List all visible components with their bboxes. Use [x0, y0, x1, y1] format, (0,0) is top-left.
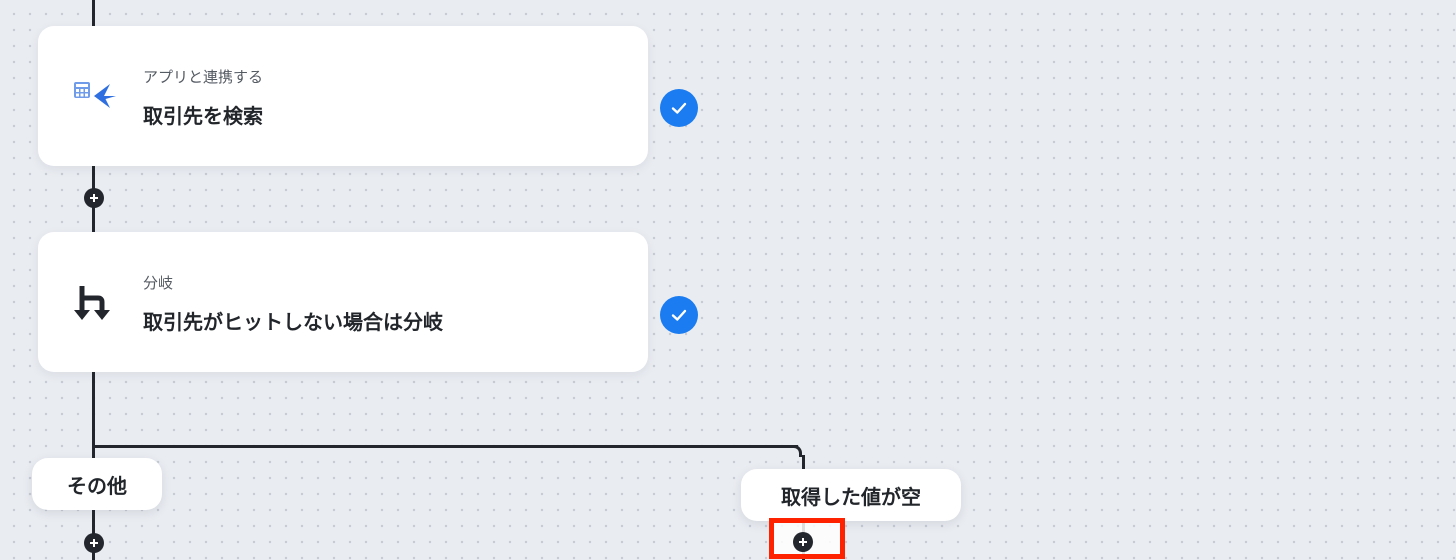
- add-step-button[interactable]: [84, 533, 104, 553]
- step-card-search-partner[interactable]: アプリと連携する 取引先を検索: [38, 26, 648, 166]
- branch-connector-line: [92, 445, 798, 448]
- add-step-button[interactable]: [84, 188, 104, 208]
- connector-line: [92, 372, 95, 462]
- add-step-button[interactable]: [793, 532, 813, 552]
- connector-line: [92, 0, 95, 28]
- branch-connector-corner: [790, 445, 802, 457]
- branch-label-empty-value[interactable]: 取得した値が空: [741, 469, 961, 521]
- step-category: アプリと連携する: [143, 68, 264, 86]
- accounting-app-icon: [72, 74, 118, 118]
- step-complete-check-icon: [660, 89, 698, 127]
- connector-line: [802, 455, 805, 473]
- branch-label-other[interactable]: その他: [32, 458, 162, 510]
- step-category: 分岐: [143, 274, 174, 292]
- step-complete-check-icon: [660, 296, 698, 334]
- step-card-branch[interactable]: 分岐 取引先がヒットしない場合は分岐: [38, 232, 648, 372]
- step-title: 取引先を検索: [143, 104, 263, 128]
- branch-icon: [72, 280, 118, 324]
- step-title: 取引先がヒットしない場合は分岐: [143, 310, 443, 334]
